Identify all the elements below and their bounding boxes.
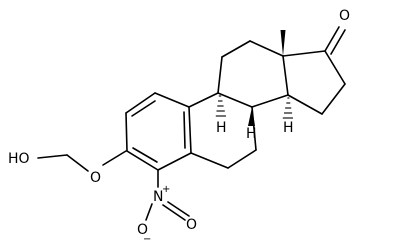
ketone-oxygen-label: O <box>339 8 350 24</box>
aromatic-ring-a <box>125 92 192 171</box>
ring-d <box>282 50 346 115</box>
h9-label: H <box>216 120 227 136</box>
h9-hashed-bond <box>215 95 226 117</box>
nitro-group <box>145 169 190 221</box>
nitro-nitrogen-label: N <box>153 189 163 205</box>
hydroxyethoxy-chain <box>37 150 127 172</box>
ring-b <box>188 92 257 169</box>
nitro-oxygen-minus-label: O <box>137 222 148 238</box>
h8-wedge <box>248 107 255 126</box>
h14-label: H <box>283 120 294 136</box>
ether-oxygen-label: O <box>90 170 101 186</box>
methyl-wedge <box>280 30 286 56</box>
nitro-plus-charge: + <box>162 184 170 195</box>
hydroxyl-label: HO <box>8 151 30 167</box>
h8-label: H <box>246 126 257 142</box>
ketone-group: O <box>324 8 350 55</box>
h14-hashed-bond <box>282 97 293 119</box>
nitro-oxygen-label: O <box>186 217 197 233</box>
nitro-minus-charge: − <box>143 234 151 245</box>
ring-c <box>217 40 289 108</box>
